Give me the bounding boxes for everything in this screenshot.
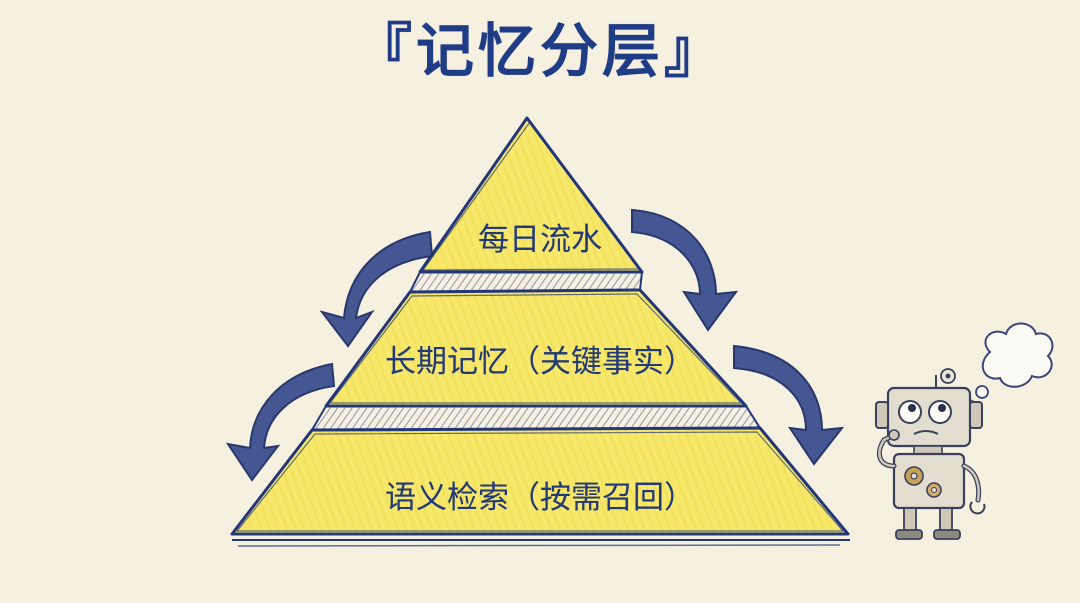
tier-label-daily-log: 每日流水 xyxy=(478,222,602,258)
curved-arrow-bottom-right xyxy=(733,344,845,466)
diagram-title: 『记忆分层』 xyxy=(353,17,726,85)
tier-label-semantic-retrieval: 语义检索（按需召回） xyxy=(385,480,695,516)
curved-arrow-top-left xyxy=(319,230,434,348)
tier-label-long-term-memory: 长期记忆（关键事实） xyxy=(385,344,695,380)
curved-arrow-top-right xyxy=(631,208,739,332)
curved-arrow-bottom-left xyxy=(225,362,336,482)
tier-divider-2 xyxy=(310,405,762,432)
thought-bubble-icon xyxy=(965,322,1054,409)
pyramid-tier-bottom xyxy=(230,426,850,547)
robot-thinking-icon xyxy=(875,368,986,540)
